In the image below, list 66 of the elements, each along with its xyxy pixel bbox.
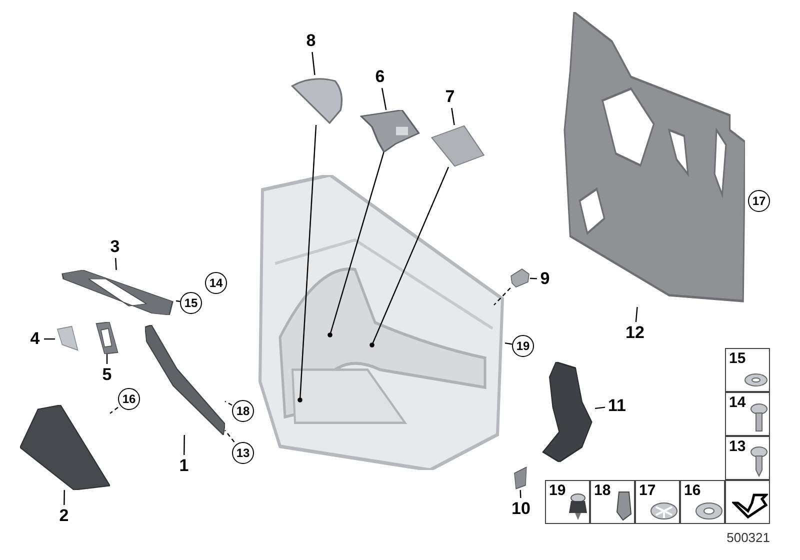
leader-line <box>184 435 185 455</box>
callout-number: 17 <box>748 190 770 212</box>
callout-number: 5 <box>98 364 116 386</box>
table-cell <box>725 348 770 392</box>
callout-number: 3 <box>105 236 125 258</box>
clip-drawing <box>510 268 530 288</box>
callout-number: 15 <box>180 292 202 314</box>
end-cap-drawing <box>512 466 528 490</box>
callout-number: 11 <box>605 395 629 417</box>
part-number: 18 <box>594 482 611 499</box>
frame-drawing <box>95 322 119 354</box>
callout-number: 13 <box>232 442 254 464</box>
leader-line <box>594 406 606 410</box>
leader-line <box>110 406 118 414</box>
leader-line <box>635 306 638 322</box>
table-cell <box>725 392 770 436</box>
callout-number: 6 <box>370 66 390 88</box>
leader-line <box>106 354 108 364</box>
callout-number: 1 <box>175 455 193 477</box>
leader-line <box>520 490 522 498</box>
callout-number: 7 <box>440 86 460 108</box>
callout-number: 9 <box>537 268 553 290</box>
leader-line <box>504 342 512 345</box>
leader-line <box>174 300 180 302</box>
leader-line <box>381 88 387 110</box>
cover-drawing <box>55 325 79 353</box>
handle-bezel-drawing <box>60 270 175 315</box>
leader-line <box>44 338 55 340</box>
callout-number: 12 <box>622 322 648 344</box>
callout-number: 18 <box>232 400 254 422</box>
callout-number: 10 <box>508 498 534 520</box>
leader-line <box>451 108 455 126</box>
table-cell <box>725 436 770 480</box>
leader-line <box>224 430 235 442</box>
switch-bracket-drawing <box>360 110 420 152</box>
callout-number: 14 <box>205 272 227 294</box>
table-cell <box>725 480 770 524</box>
table-cell <box>680 480 725 524</box>
part-number: 13 <box>729 438 746 455</box>
leader-line <box>530 278 538 280</box>
leader-line <box>370 166 450 348</box>
leader-line <box>115 258 117 270</box>
part-number: 17 <box>639 482 656 499</box>
callout-number: 4 <box>26 328 44 350</box>
callout-number: 16 <box>118 388 140 410</box>
trim-strip-drawing <box>145 325 225 435</box>
callout-number: 2 <box>55 505 73 527</box>
diagram-number: 500321 <box>726 530 770 545</box>
part-number: 19 <box>549 482 566 499</box>
part-number: 16 <box>684 482 701 499</box>
table-cell <box>635 480 680 524</box>
table-cell <box>590 480 635 524</box>
cover-panel-drawing <box>430 125 485 167</box>
leader-line <box>328 152 384 338</box>
leader-line <box>494 288 511 306</box>
cover-cap-drawing <box>290 75 345 125</box>
leader-line <box>64 490 65 505</box>
callout-number: 19 <box>512 335 534 357</box>
part-number: 15 <box>729 350 746 367</box>
lower-trim-drawing <box>20 405 110 490</box>
part-number: 14 <box>729 394 746 411</box>
table-cell <box>545 480 590 524</box>
leader-line <box>312 52 316 76</box>
callout-number: 8 <box>300 30 322 52</box>
leader-line <box>298 124 317 402</box>
leader-line <box>224 400 232 406</box>
